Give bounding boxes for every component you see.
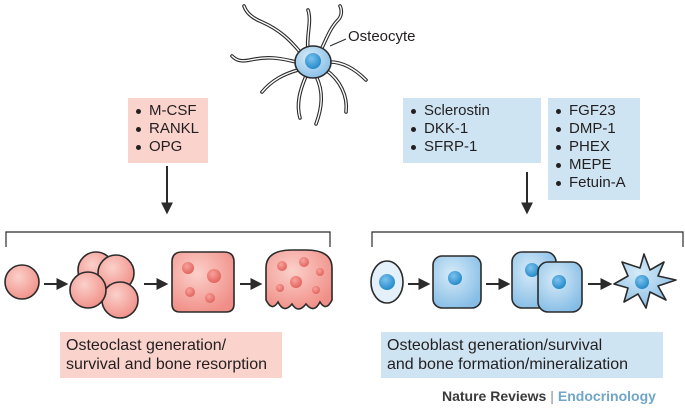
fusing-precursor-cells	[69, 251, 139, 319]
osteoblast-caption: Osteoblast generation/survival and bone …	[381, 332, 663, 378]
osteoblast-lineage	[370, 251, 677, 313]
journal-section: Endocrinology	[557, 388, 656, 404]
journal-name: Nature Reviews	[442, 388, 547, 404]
factor-item: DKK-1	[409, 120, 535, 138]
mineralization-factors-box: FGF23 DMP-1 PHEX MEPE Fetuin-A	[548, 98, 640, 200]
osteoclast-bracket	[5, 231, 331, 247]
osteocyte-nucleus	[305, 53, 321, 69]
factor-item: OPG	[134, 138, 202, 156]
osteoclast-lineage	[4, 249, 333, 319]
credit-separator: |	[550, 388, 554, 404]
factor-item: Sclerostin	[409, 102, 535, 120]
osteoclast-factors-box: M-CSF RANKL OPG	[128, 98, 208, 163]
factor-item: M-CSF	[134, 102, 202, 120]
osteoclast-factors-list: M-CSF RANKL OPG	[134, 102, 202, 156]
factor-item: SFRP-1	[409, 138, 535, 156]
osteoblast-caption-line-2: and bone formation/mineralization	[387, 356, 629, 373]
osteoblast-factors-list: Sclerostin DKK-1 SFRP-1	[409, 102, 535, 156]
resorbing-osteoclast	[265, 249, 333, 310]
osteoclast-precursor-cell	[4, 264, 40, 300]
factor-item: DMP-1	[554, 120, 634, 138]
factor-item: Fetuin-A	[554, 174, 634, 192]
osteoclast-caption: Osteoclast generation/ survival and bone…	[60, 332, 282, 378]
mature-osteoblast-cells	[511, 251, 583, 313]
osteoclast-caption-line-1: Osteoclast generation/	[66, 337, 227, 354]
factor-item: FGF23	[554, 102, 634, 120]
osteocyte-cell	[230, 4, 368, 126]
mineralization-factors-list: FGF23 DMP-1 PHEX MEPE Fetuin-A	[554, 102, 634, 192]
osteoblast-bracket	[371, 231, 684, 247]
multinucleated-osteoclast	[171, 251, 235, 313]
osteoblast-caption-line-1: Osteoblast generation/survival	[387, 337, 603, 354]
embedding-osteocyte-cell	[613, 253, 677, 309]
factor-item: PHEX	[554, 138, 634, 156]
mesenchymal-precursor-cell	[370, 260, 404, 304]
journal-credit: Nature Reviews|Endocrinology	[442, 388, 656, 404]
osteoclast-caption-line-2: survival and bone resorption	[66, 356, 268, 373]
factor-item: RANKL	[134, 120, 202, 138]
osteoblast-factors-box: Sclerostin DKK-1 SFRP-1	[403, 98, 541, 163]
pre-osteoblast-cell	[432, 255, 482, 309]
osteocyte-label-pointer	[329, 38, 347, 47]
factor-item: MEPE	[554, 156, 634, 174]
osteocyte-label: Osteocyte	[348, 28, 416, 45]
